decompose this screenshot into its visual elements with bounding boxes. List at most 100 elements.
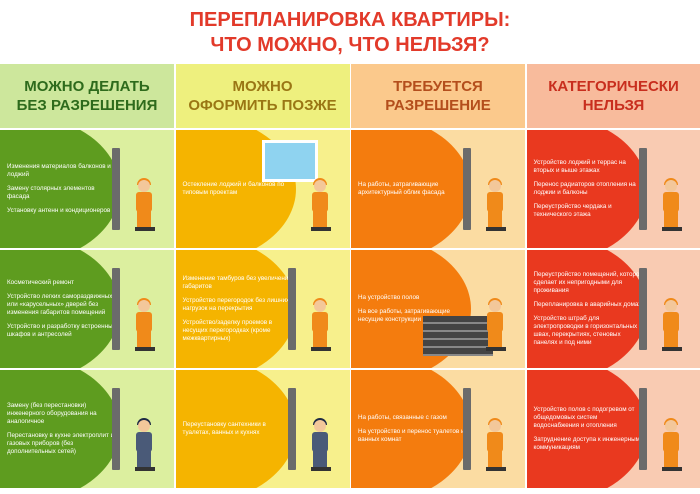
head-icon (313, 420, 326, 432)
legs-icon (488, 331, 502, 348)
illustration-prop (287, 388, 296, 470)
illustration-prop (638, 268, 647, 350)
legs-icon (137, 451, 151, 468)
color-blob (175, 370, 296, 488)
boots-icon (486, 227, 506, 231)
head-icon (313, 300, 326, 312)
color-blob (526, 370, 647, 488)
body-icon (487, 192, 503, 212)
rule-list: На работы, затрагивающие архитектурный о… (358, 130, 468, 248)
boots-icon (135, 347, 155, 351)
color-blob (526, 250, 647, 368)
boots-icon (310, 467, 331, 471)
rule-list: Переустановку сантехники в туалетах, ван… (183, 370, 293, 488)
header-line: РАЗРЕШЕНИЕ (385, 97, 491, 114)
boots-icon (661, 347, 682, 351)
legs-icon (312, 451, 327, 468)
rule-item: Устройство штраб для электропроводки в г… (533, 315, 638, 346)
rule-item: Замену (без перестановки) инженерного об… (7, 402, 97, 425)
head-icon (138, 180, 150, 192)
rule-item: На устройство и перенос туалетов и ванны… (358, 428, 465, 443)
rule-item: Переустройство помещений, которое сделае… (533, 271, 644, 294)
legs-icon (137, 331, 151, 348)
worker-icon (310, 418, 331, 472)
rule-item: Устройство перегородок без лишних нагруз… (182, 297, 290, 312)
worker-icon (135, 418, 155, 472)
legs-icon (663, 211, 678, 228)
boots-icon (310, 227, 331, 231)
poster-title: ПЕРЕПЛАНИРОВКА КВАРТИРЫ: ЧТО МОЖНО, ЧТО … (0, 8, 700, 58)
column-header: МОЖНО ОФОРМИТЬ ПОЗЖЕ (175, 64, 350, 128)
column-permit-required: ТРЕБУЕТСЯ РАЗРЕШЕНИЕ На работы, затрагиваю… (351, 64, 525, 494)
body-icon (311, 432, 328, 452)
rule-item: Изменения материалов балконов и лоджий (7, 163, 111, 178)
rule-cell: Замену (без перестановки) инженерного об… (0, 370, 174, 488)
header-line: ТРЕБУЕТСЯ (393, 78, 483, 95)
rule-item: Установку антенн и кондиционеров (7, 207, 111, 214)
rule-item: Остекление лоджий и балконов по типовым … (182, 181, 285, 196)
body-icon (136, 432, 152, 452)
body-icon (487, 432, 503, 452)
body-icon (662, 192, 679, 212)
rule-item: Перестановку в кухне электроплит и газов… (7, 432, 115, 455)
color-blob (175, 250, 296, 368)
head-icon (664, 180, 677, 192)
body-icon (136, 312, 152, 332)
rule-list: Остекление лоджий и балконов по типовым … (183, 130, 293, 248)
head-icon (138, 420, 150, 432)
rule-list: Переустройство помещений, которое сделае… (534, 250, 644, 368)
worker-icon (486, 298, 506, 352)
body-icon (487, 312, 503, 332)
rule-item: Устройство/заделку проемов в несущих пер… (182, 319, 273, 342)
header-line: МОЖНО ДЕЛАТЬ (24, 78, 150, 95)
worker-icon (310, 298, 331, 352)
column-register-later: МОЖНО ОФОРМИТЬ ПОЗЖЕ Остекление лоджий и б… (175, 64, 350, 494)
color-blob (0, 370, 120, 488)
rule-list: Устройство лоджий и террас на вторых и в… (534, 130, 644, 248)
worker-icon (310, 178, 331, 232)
body-icon (136, 192, 152, 212)
rule-item: Перепланировка в аварийных домах (533, 301, 642, 308)
color-blob (351, 370, 471, 488)
body-icon (311, 192, 328, 212)
rule-cell: Устройство лоджий и террас на вторых и в… (526, 130, 700, 248)
boots-icon (486, 347, 506, 351)
illustration-prop (463, 148, 471, 230)
rule-item: На работы, затрагивающие архитектурный о… (358, 181, 445, 196)
rule-item: Переустановку сантехники в туалетах, ван… (182, 421, 266, 436)
illustration-prop (112, 388, 120, 470)
illustration-prop (638, 388, 647, 470)
illustration-prop (638, 148, 647, 230)
rule-item: Устройство полов с подогревом от общедом… (533, 406, 635, 429)
rule-item: Затруднение доступа к инженерным коммуни… (533, 436, 640, 451)
rule-cell: Устройство полов с подогревом от общедом… (526, 370, 700, 488)
head-icon (664, 300, 677, 312)
worker-icon (486, 418, 506, 472)
legs-icon (312, 211, 327, 228)
rule-cell: На работы, затрагивающие архитектурный о… (351, 130, 525, 248)
illustration-prop (287, 268, 296, 350)
header-line: МОЖНО (232, 78, 293, 95)
rule-item: Переустройство чердака и технического эт… (533, 203, 612, 218)
worker-icon (135, 298, 155, 352)
rule-list: Устройство полов с подогревом от общедом… (534, 370, 644, 488)
header-line: ОФОРМИТЬ ПОЗЖЕ (188, 97, 337, 114)
title-line-1: ПЕРЕПЛАНИРОВКА КВАРТИРЫ: (189, 9, 511, 31)
rule-item: Устройство лоджий и террас на вторых и в… (533, 159, 626, 174)
boots-icon (135, 227, 155, 231)
worker-icon (486, 178, 506, 232)
rule-item: Косметический ремонт (7, 279, 75, 286)
legs-icon (488, 211, 502, 228)
illustration-prop (261, 140, 318, 182)
